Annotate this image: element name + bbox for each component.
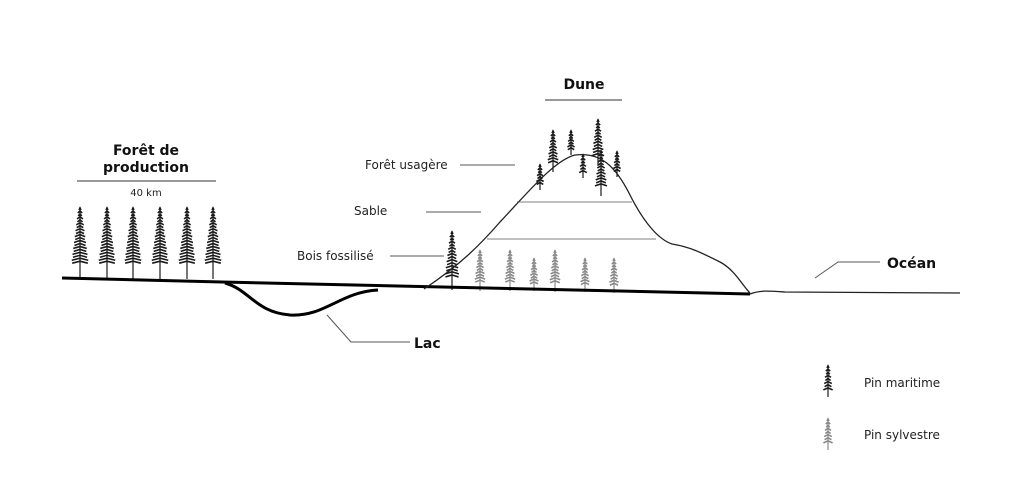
legend: Pin maritime Pin sylvestre <box>823 364 940 450</box>
pin-maritime-tree <box>151 206 169 279</box>
legend-pin-sylvestre-label: Pin sylvestre <box>864 428 940 442</box>
pin-sylvestre-tree <box>529 257 539 291</box>
pin-sylvestre-tree <box>609 257 619 293</box>
pin-maritime-tree <box>124 206 142 279</box>
pin-maritime-tree <box>594 149 608 196</box>
ocean-line <box>749 290 961 295</box>
pin-maritime-tree <box>444 230 460 290</box>
pin-maritime-tree <box>98 206 116 279</box>
pin-maritime-tree <box>204 206 222 279</box>
pin-maritime-tree <box>178 206 196 279</box>
lac-leader <box>326 314 410 343</box>
dune-title: Dune <box>563 77 604 93</box>
pin-sylvestre-tree <box>549 249 561 292</box>
pin-sylvestre-legend-icon <box>823 417 833 450</box>
pin-sylvestre-tree <box>474 249 486 291</box>
pin-maritime-tree <box>567 129 575 155</box>
foret-usagere-label: Forêt usagère <box>365 158 448 172</box>
lake-basin <box>224 281 379 317</box>
ocean-label: Océan <box>887 256 936 272</box>
pin-maritime-legend-icon <box>823 364 833 397</box>
pin-maritime-tree <box>71 206 89 279</box>
pin-maritime-tree <box>578 153 588 178</box>
dune-outline <box>423 153 751 294</box>
pin-maritime-tree <box>547 129 559 172</box>
lac-label: Lac <box>414 336 441 352</box>
bois-fossilise-label: Bois fossilisé <box>297 249 374 263</box>
pin-sylvestre-tree <box>580 257 590 292</box>
sable-label: Sable <box>354 204 387 218</box>
ground-line <box>61 276 751 296</box>
production-forest-title-line2: production <box>103 160 189 176</box>
pin-sylvestre-tree <box>504 249 516 291</box>
legend-pin-maritime-label: Pin maritime <box>864 376 940 390</box>
production-forest-title-line1: Forêt de <box>113 143 179 159</box>
distance-label: 40 km <box>130 188 161 199</box>
pin-maritime-tree <box>535 163 545 190</box>
ocean-leader <box>814 261 880 279</box>
